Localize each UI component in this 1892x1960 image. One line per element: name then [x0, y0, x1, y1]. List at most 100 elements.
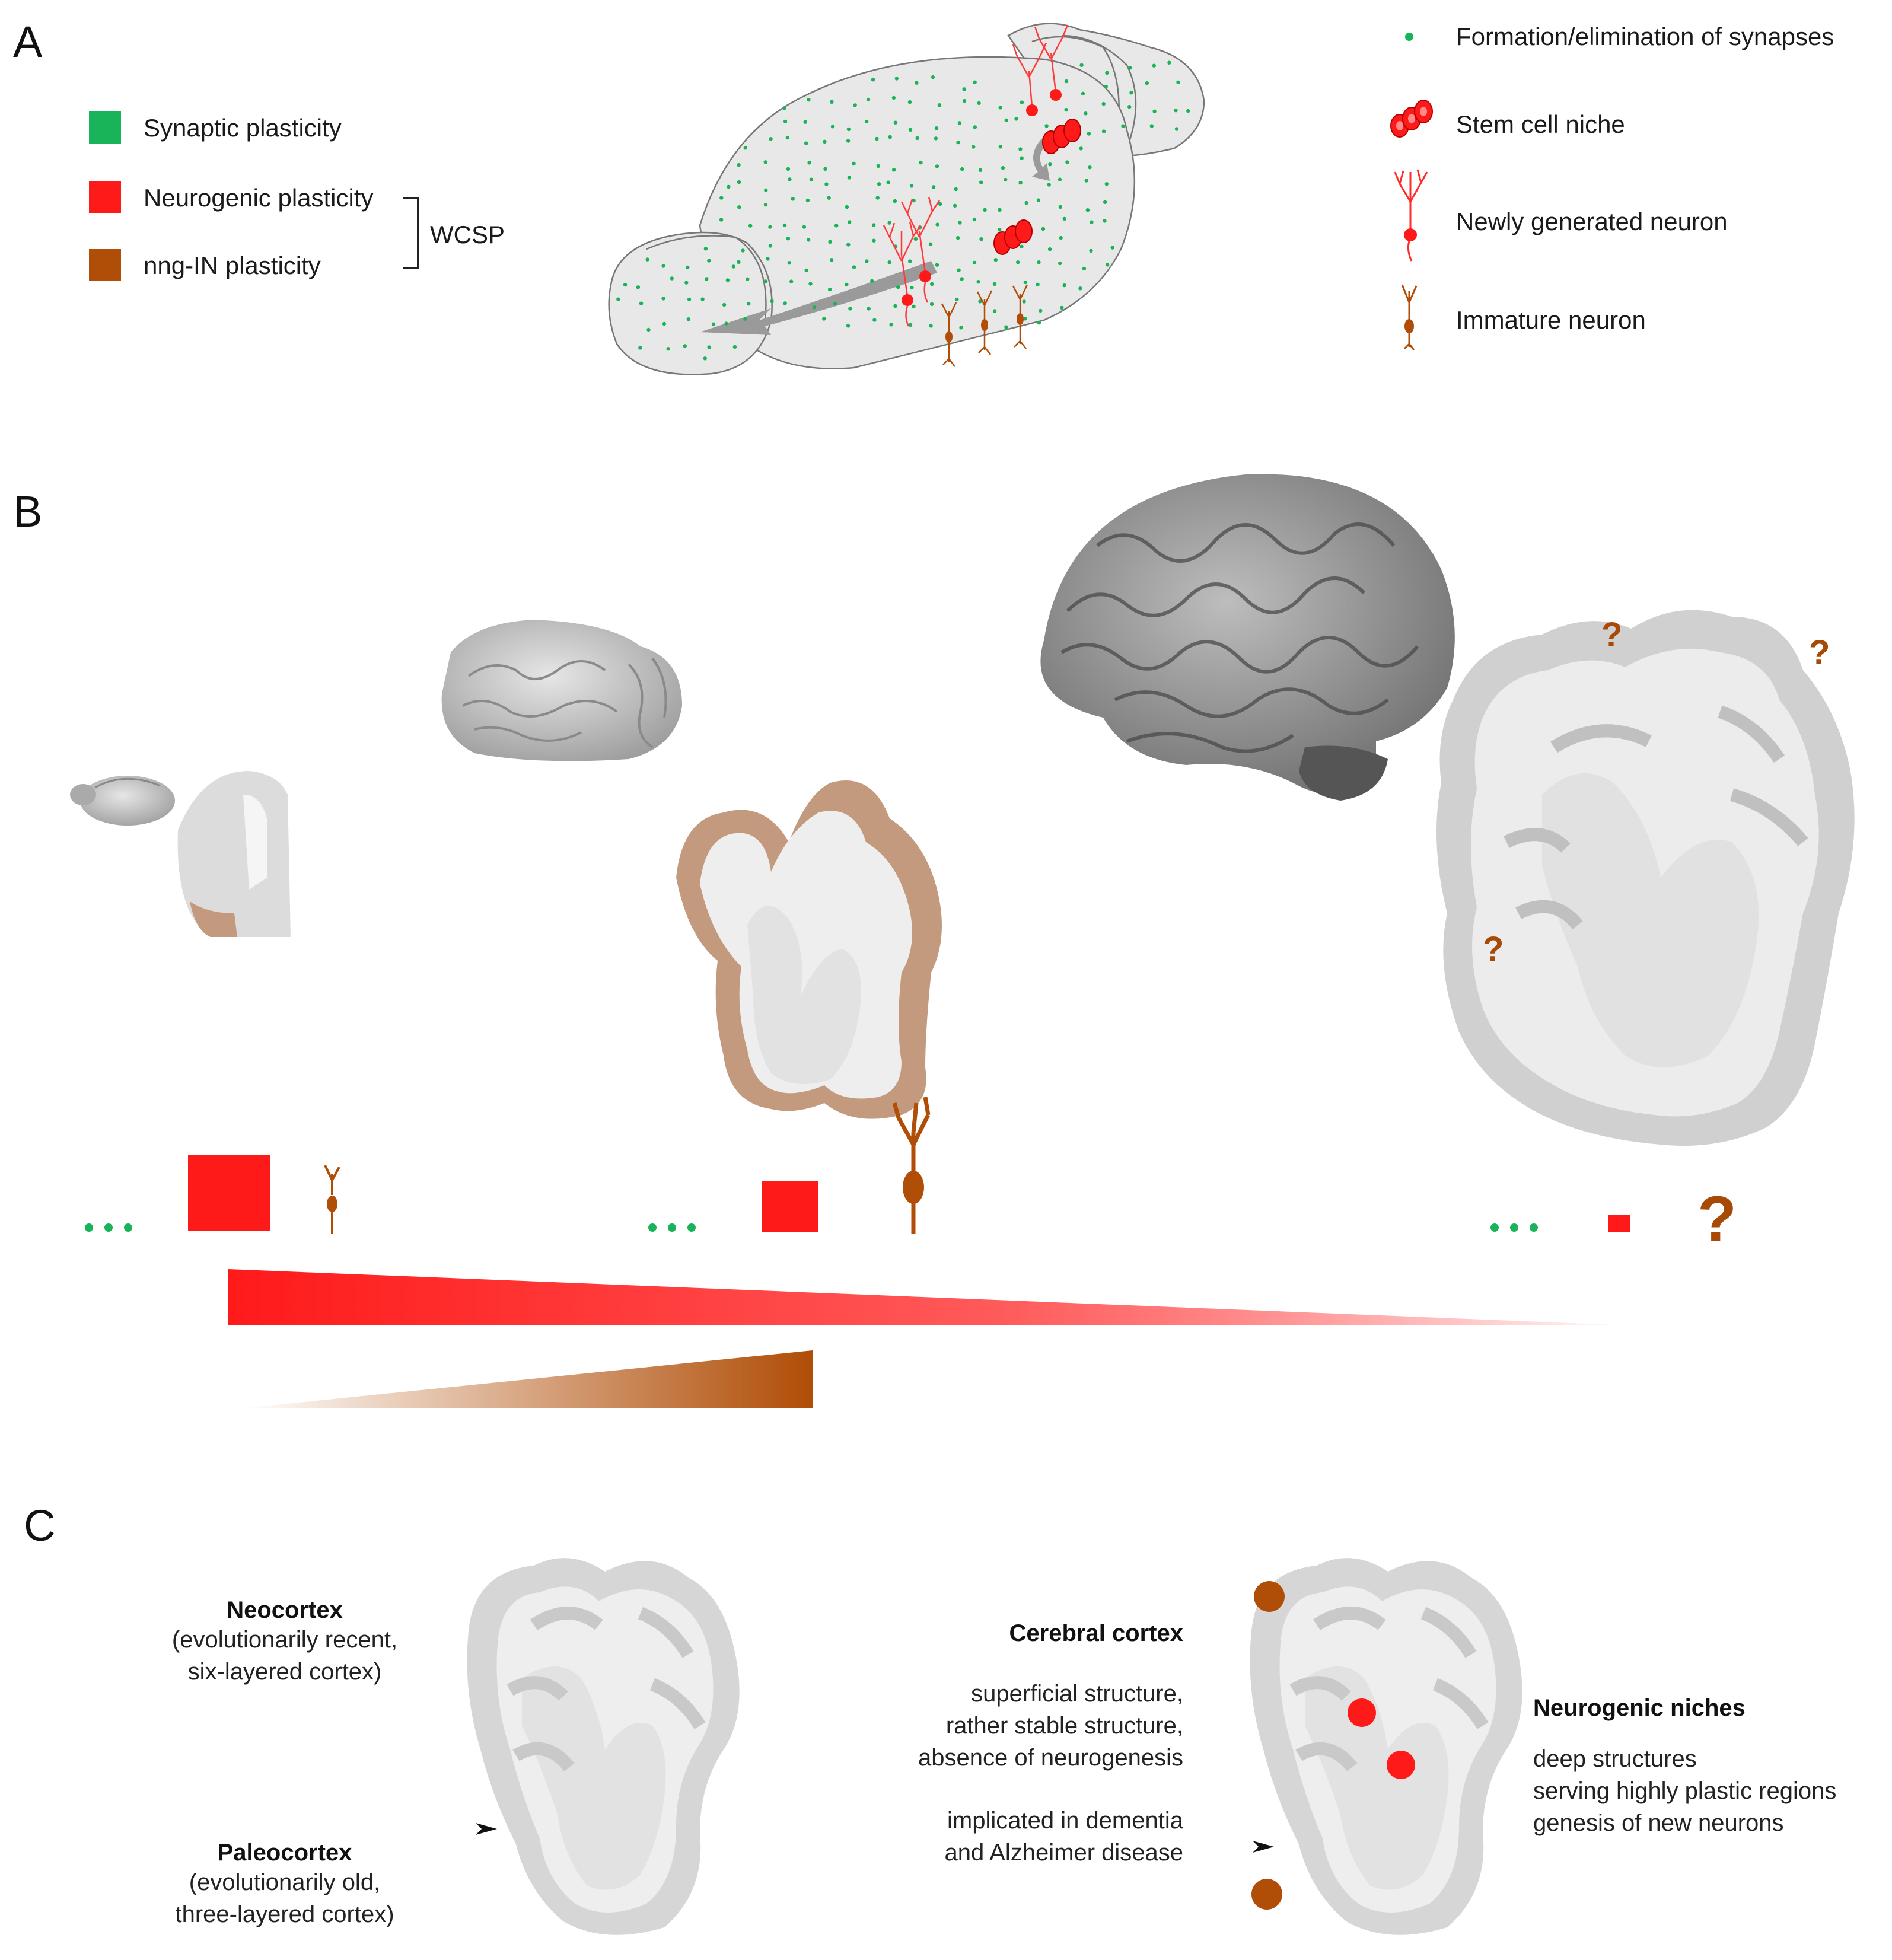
- synapse-dot: [824, 182, 829, 186]
- synapse-dot: [908, 323, 913, 327]
- paleocortex-arrow-right: [1253, 1841, 1274, 1853]
- synapse-dot: [912, 304, 916, 309]
- synapse-dot: [707, 259, 711, 263]
- synapse-dot: [705, 277, 709, 281]
- synapse-dot: [808, 282, 813, 286]
- synapse-dot: [1149, 124, 1154, 128]
- synapse-dot: [833, 301, 837, 306]
- synapse-dot: [962, 87, 966, 91]
- synapse-dot: [743, 146, 747, 150]
- synapse-dot: [804, 141, 808, 145]
- synapse-dot: [737, 205, 741, 209]
- synapse-dot: [683, 344, 687, 348]
- neocortex-title: Neocortex: [227, 1597, 343, 1623]
- synapse-dot: [783, 301, 787, 305]
- mouse-brain-image: [70, 776, 175, 826]
- synapse-dot: [1036, 198, 1041, 202]
- swatch-synaptic: [89, 111, 121, 144]
- synapse-dot: [998, 208, 1002, 212]
- synapse-dot: [1145, 81, 1149, 85]
- sheep-brain-image: [441, 620, 682, 761]
- synapse-dot: [978, 168, 983, 172]
- synapse-dot: [954, 187, 958, 192]
- synapse-dot: [872, 223, 876, 227]
- synapse-dot: [845, 205, 849, 209]
- cerebral-cortex-block: Cerebral cortex superficial structure, r…: [818, 1620, 1183, 1869]
- synapse-dot: [686, 317, 691, 321]
- human-coronal-section: [1436, 610, 1855, 1146]
- synapse-dot: [1084, 179, 1088, 183]
- cerebral-desc-4: implicated in dementia: [947, 1808, 1183, 1834]
- synapse-dot: [998, 145, 1003, 149]
- synapse-dot: [1039, 308, 1043, 313]
- synapse-dot: [972, 260, 977, 264]
- panel-label-c: C: [24, 1501, 56, 1550]
- synapse-dot: [764, 188, 768, 192]
- legend-label-immature: Immature neuron: [1456, 306, 1646, 334]
- question-mark-1: ?: [1601, 616, 1622, 654]
- synapse-dot: [727, 184, 731, 189]
- synapse-dot: [791, 197, 795, 201]
- synapse-dot: [1058, 205, 1063, 209]
- synapse-dot: [1105, 263, 1110, 267]
- synapse-dot: [872, 318, 877, 322]
- question-mark-2: ?: [1809, 633, 1830, 672]
- legend-label-synapses: Formation/elimination of synapses: [1456, 23, 1834, 50]
- synapse-dot: [661, 297, 665, 301]
- synapse-dot: [646, 327, 651, 332]
- synapse-dot: [891, 95, 896, 100]
- synapse-dot: [1060, 305, 1064, 310]
- nng-gradient-wedge: [240, 1350, 813, 1408]
- col3-indicators: [1490, 1215, 1630, 1232]
- niches-desc-1: deep structures: [1533, 1746, 1697, 1772]
- synapse-dot: [731, 264, 735, 269]
- niches-desc-3: genesis of new neurons: [1533, 1810, 1784, 1836]
- cerebral-desc-5: and Alzheimer disease: [944, 1840, 1183, 1866]
- synapse-dot: [732, 345, 737, 349]
- synapse-dot: [768, 225, 772, 229]
- synapse-dot: [962, 98, 967, 103]
- synapse-dot: [1020, 100, 1024, 104]
- neocortex-desc-2: six-layered cortex): [187, 1659, 382, 1685]
- synapse-dot: [769, 137, 773, 141]
- synapse-dot: [828, 240, 832, 244]
- synapse-dot: [992, 309, 997, 313]
- synapse-dot: [1101, 101, 1106, 106]
- synapse-dot: [768, 244, 773, 248]
- synapse-dot: [1001, 166, 1005, 170]
- synapse-dot: [830, 125, 835, 129]
- synapse-dot: [1127, 104, 1132, 109]
- synapse-dot: [938, 202, 942, 206]
- synapse-dot: [1105, 71, 1109, 75]
- synapse-dot: [700, 297, 705, 301]
- synapse-dot: [763, 203, 768, 207]
- synapse-dot: [789, 279, 794, 283]
- neurogenic-square-medium: [762, 1181, 818, 1232]
- synapse-dot: [1020, 244, 1024, 248]
- synapse-dot: [1023, 317, 1027, 321]
- cerebral-desc-2: rather stable structure,: [945, 1713, 1183, 1739]
- synapse-dot: [894, 77, 899, 81]
- synapse-dot: [746, 277, 750, 281]
- synapse-dot: [957, 268, 961, 272]
- stem-cell-niche-sgz: [1042, 119, 1081, 154]
- synapse-dot: [1078, 286, 1082, 291]
- synapse-dot: [1047, 183, 1051, 187]
- synapse-dot: [786, 237, 791, 241]
- synapse-dot: [1004, 325, 1008, 329]
- synapse-dot: [875, 196, 880, 200]
- synapse-dot: [959, 326, 963, 330]
- synapse-dot: [1174, 109, 1178, 113]
- synapse-dot: [1041, 227, 1046, 231]
- synapse-dot: [812, 305, 817, 310]
- synapse-dot: [737, 180, 741, 184]
- synapse-dot: [907, 100, 912, 104]
- synapse-dot: [889, 323, 893, 327]
- synapse-dot: [891, 168, 896, 172]
- synapse-dot: [955, 235, 960, 240]
- synapse-dot: [893, 199, 897, 203]
- paleocortex-desc-2: three-layered cortex): [175, 1901, 394, 1927]
- synapse-dot: [886, 180, 890, 184]
- synapse-dot: [725, 278, 730, 282]
- synapse-dot: [937, 103, 942, 107]
